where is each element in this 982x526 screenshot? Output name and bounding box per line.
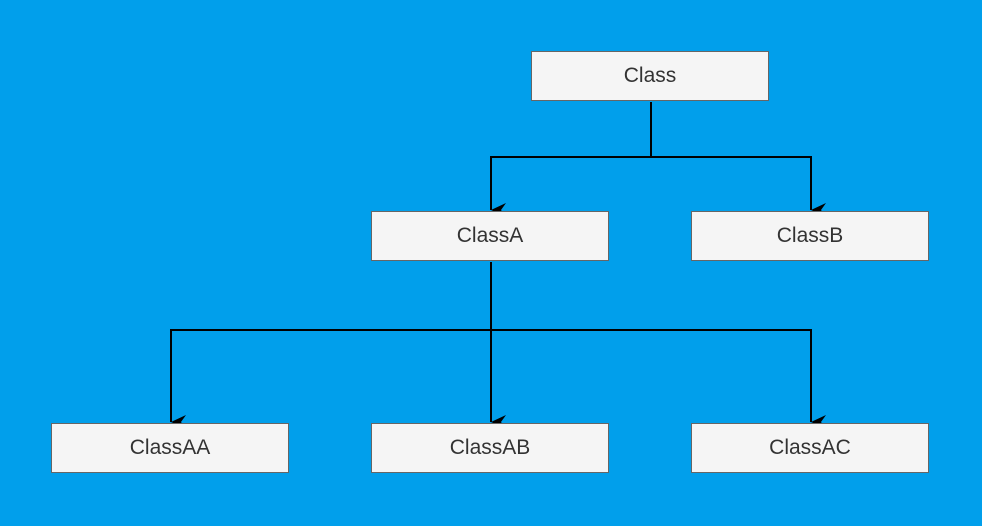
node-classb-label: ClassB — [776, 224, 844, 247]
node-classab-label: ClassAB — [449, 436, 531, 459]
node-classac[interactable]: ClassAC — [691, 423, 929, 473]
edge-class-to-classb — [651, 156, 826, 217]
node-classaa-label: ClassAA — [129, 436, 211, 459]
node-classab[interactable]: ClassAB — [371, 423, 609, 473]
edge-classa-to-classac — [491, 329, 826, 429]
node-classaa[interactable]: ClassAA — [51, 423, 289, 473]
node-class[interactable]: Class — [531, 51, 769, 101]
node-classa-label: ClassA — [456, 224, 524, 247]
edge-class-to-classa — [490, 102, 652, 217]
node-classa[interactable]: ClassA — [371, 211, 609, 261]
node-classb[interactable]: ClassB — [691, 211, 929, 261]
node-class-label: Class — [623, 64, 677, 87]
node-classac-label: ClassAC — [769, 436, 851, 459]
edge-classa-to-classaa — [170, 262, 492, 429]
